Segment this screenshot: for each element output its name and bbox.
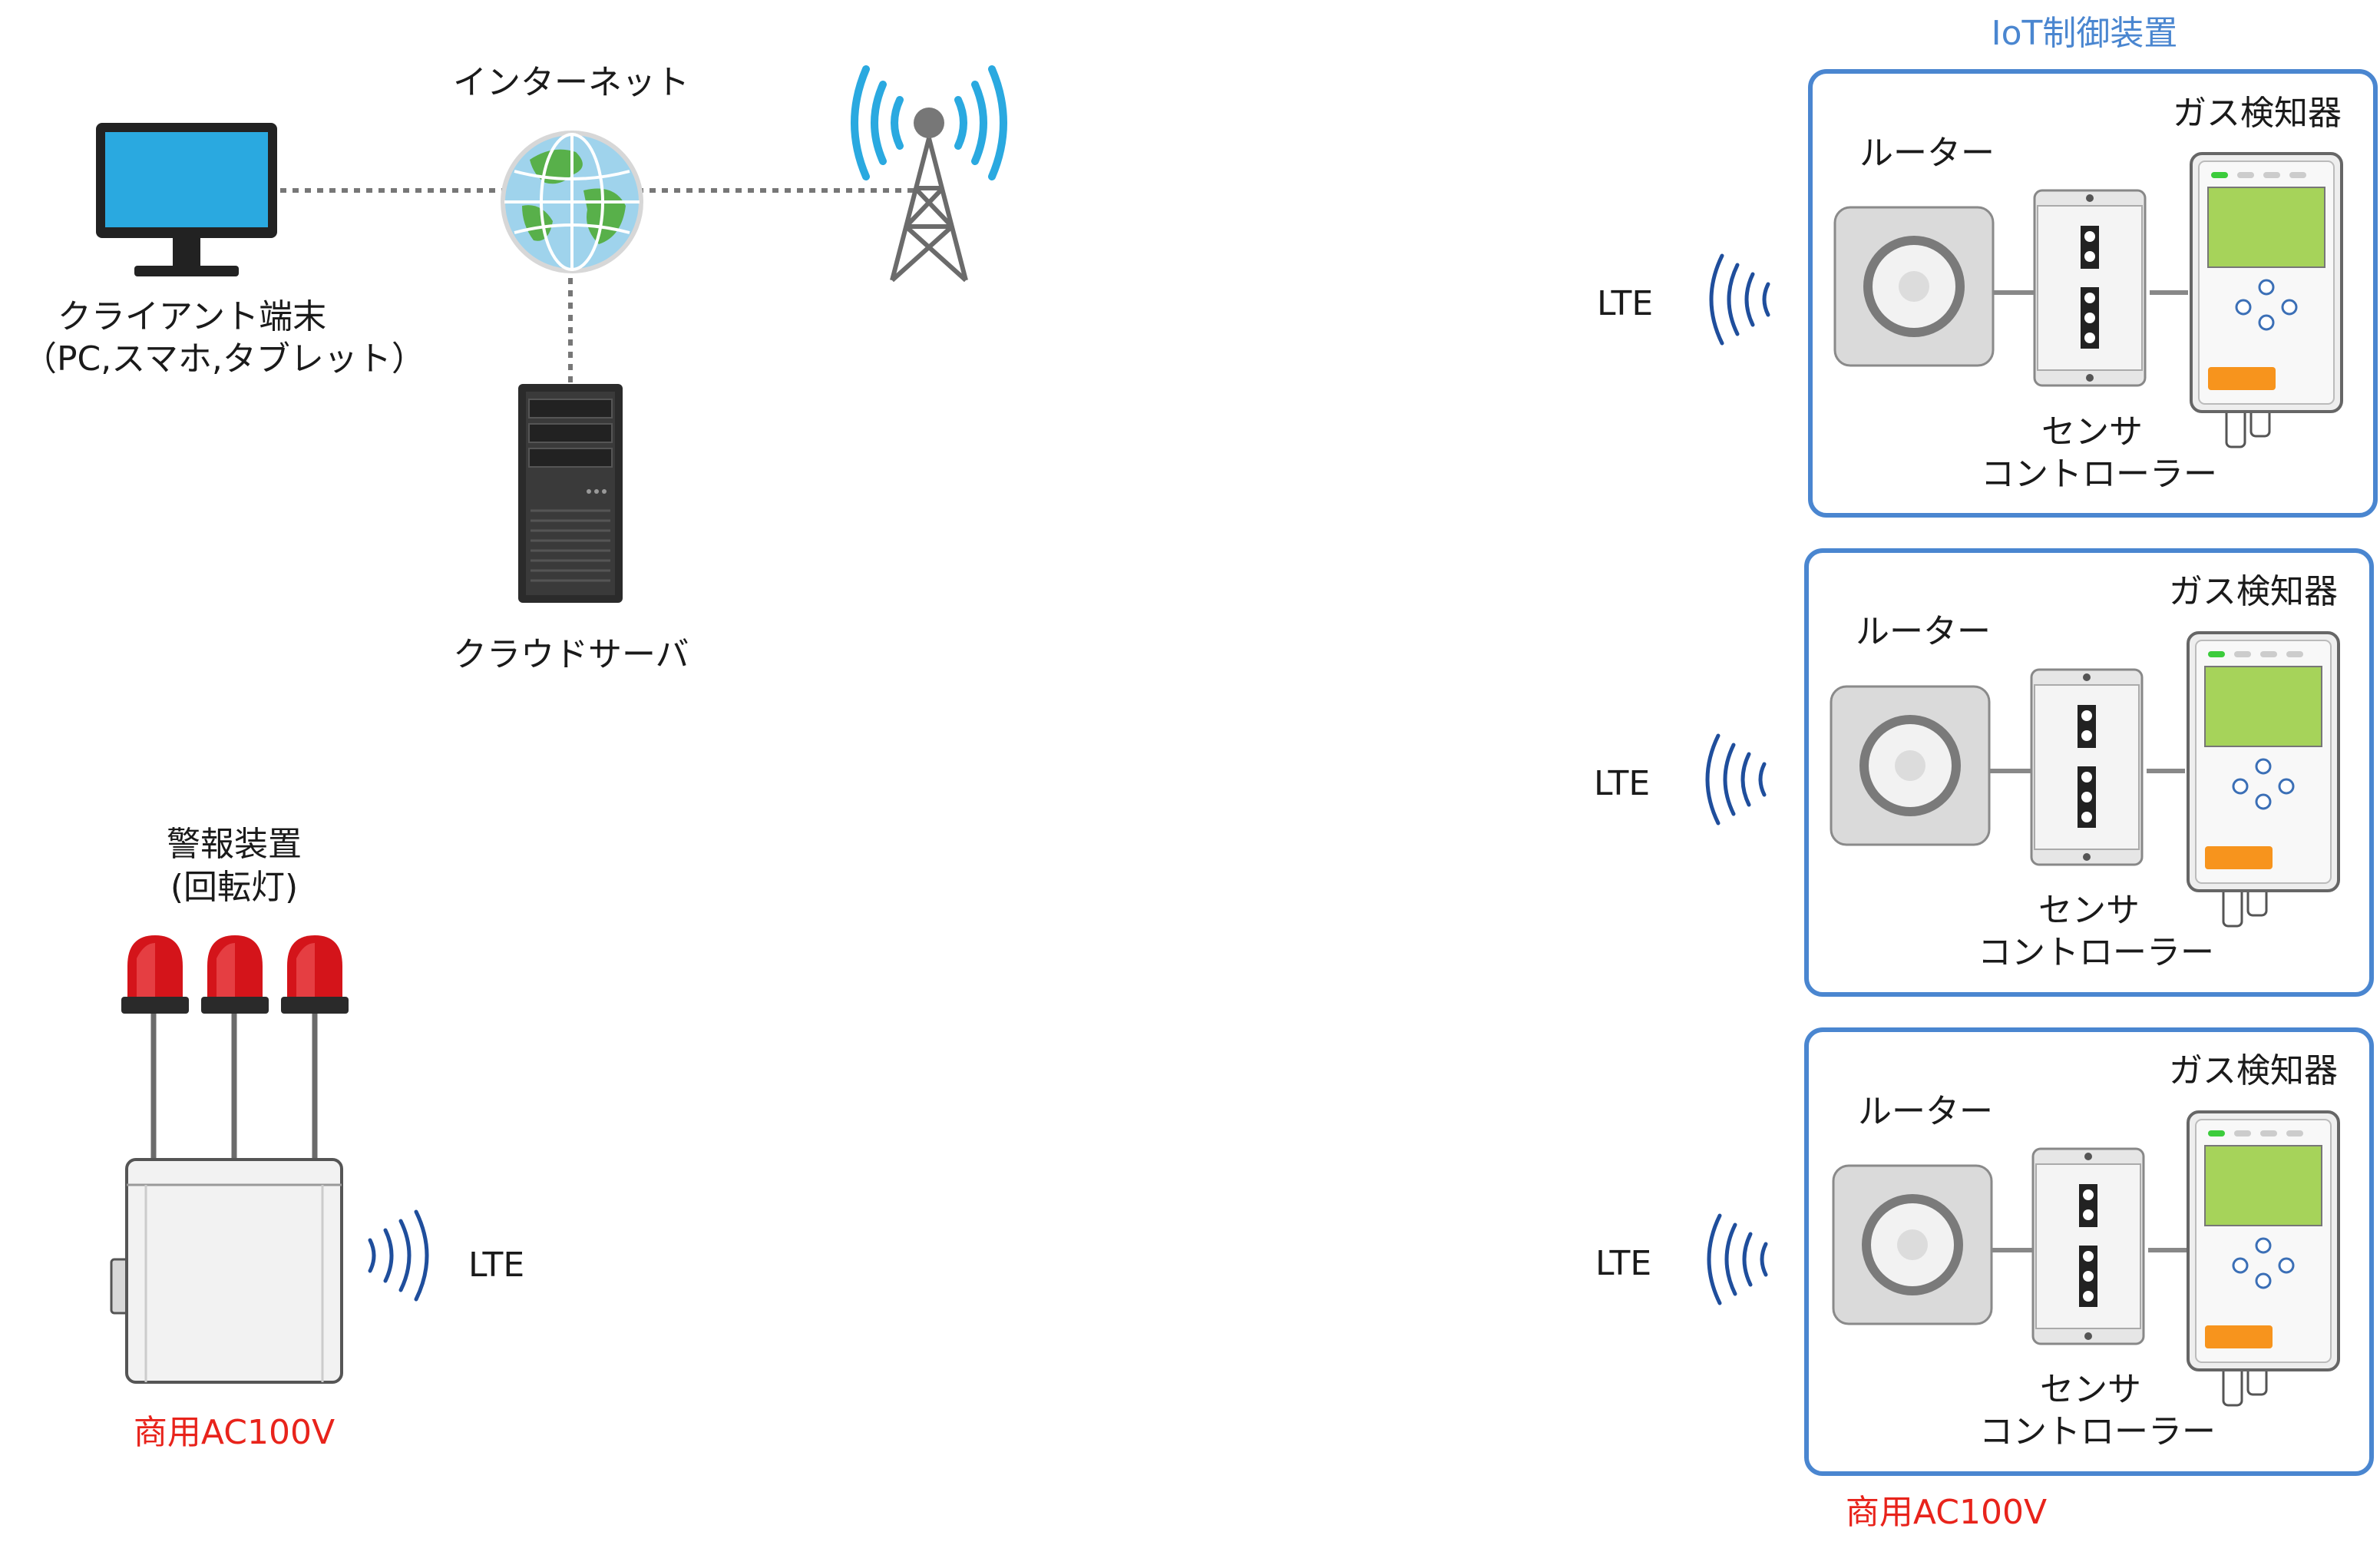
gas-detector-label: ガス検知器 xyxy=(2169,572,2338,611)
iot-title: IoT制御装置 xyxy=(1991,14,2178,53)
router-label: ルーター xyxy=(1859,134,1995,173)
sensor-controller-label-2: コントローラー xyxy=(1978,933,2214,972)
iot-wires xyxy=(1987,1248,2187,1252)
client-label: クライアント端末 xyxy=(57,297,327,336)
gas-detector-icon xyxy=(2190,152,2343,448)
iot-device-box xyxy=(1804,548,2374,997)
alarm-subtitle: (回転灯) xyxy=(170,868,299,907)
gas-detector-icon xyxy=(2187,631,2340,928)
sensor-controller-icon xyxy=(2030,668,2144,866)
sensor-controller-label: センサ xyxy=(2038,891,2140,930)
gas-detector-label: ガス検知器 xyxy=(2173,94,2342,133)
server-icon xyxy=(518,384,623,603)
radio-wave-icon xyxy=(368,1209,429,1302)
cell-tower-icon xyxy=(851,65,1007,283)
client-devices-label: （PC,スマホ,タブレット） xyxy=(23,339,425,379)
alarm-lte-label: LTE xyxy=(468,1246,525,1285)
alarm-control-box xyxy=(110,1158,343,1384)
internet-label: インターネット xyxy=(453,63,689,102)
router-icon xyxy=(1832,1164,1993,1325)
radio-wave-icon xyxy=(1705,733,1767,825)
cloud-server-label: クラウドサーバ xyxy=(453,635,689,674)
iot-device-box xyxy=(1808,69,2378,518)
gas-detector-label: ガス検知器 xyxy=(2169,1051,2338,1090)
radio-wave-icon xyxy=(1709,253,1770,346)
iot-lte-label: LTE xyxy=(1597,284,1654,323)
sensor-controller-icon xyxy=(2033,189,2147,387)
monitor-icon xyxy=(96,123,277,276)
iot-wires xyxy=(1985,769,2185,773)
alarm-power-label: 商用AC100V xyxy=(133,1413,336,1452)
router-label: ルーター xyxy=(1858,1092,1993,1131)
sensor-controller-label-2: コントローラー xyxy=(1979,1412,2216,1451)
beacon-light-icon xyxy=(281,935,349,1014)
sensor-controller-icon xyxy=(2031,1147,2145,1345)
iot-lte-label: LTE xyxy=(1595,1244,1652,1283)
router-label: ルーター xyxy=(1856,612,1991,651)
gas-detector-icon xyxy=(2187,1110,2340,1407)
iot-power-label: 商用AC100V xyxy=(1845,1493,2048,1532)
router-icon xyxy=(1833,206,1995,367)
beacon-light-icon xyxy=(201,935,269,1014)
iot-wires xyxy=(1988,290,2188,295)
sensor-controller-label-2: コントローラー xyxy=(1981,455,2217,494)
sensor-controller-label: センサ xyxy=(2041,412,2143,452)
iot-lte-label: LTE xyxy=(1594,764,1651,803)
alarm-title: 警報装置 xyxy=(167,825,302,864)
iot-device-box xyxy=(1804,1027,2374,1476)
radio-wave-icon xyxy=(1707,1213,1768,1305)
sensor-controller-label: センサ xyxy=(2040,1370,2141,1409)
router-icon xyxy=(1830,685,1991,846)
beacon-light-icon xyxy=(121,935,189,1014)
globe-icon xyxy=(501,131,643,273)
